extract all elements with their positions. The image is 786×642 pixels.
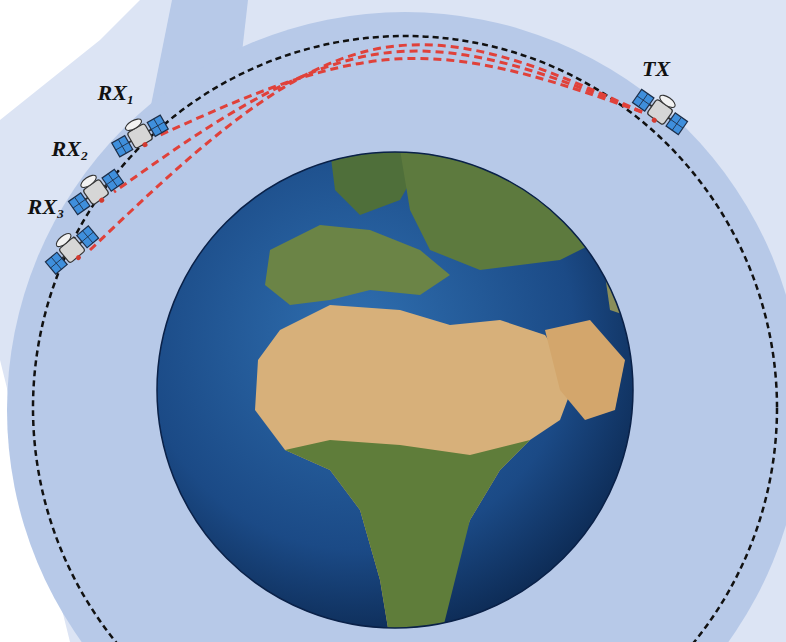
satellite-label: RX₁	[97, 80, 134, 106]
earth-globe	[157, 140, 640, 640]
satellite-icon	[42, 220, 102, 280]
antenna-dish	[124, 117, 144, 133]
satellite-label: RX₂	[51, 136, 88, 162]
satellite-node: RX₁	[110, 80, 170, 166]
greenland-ice	[210, 150, 280, 200]
satellite-label: TX	[642, 56, 670, 82]
signal-link	[90, 45, 642, 250]
satellite-icon	[66, 162, 126, 222]
panel-grid	[107, 176, 119, 185]
panel-grid	[116, 143, 129, 151]
satellite-symbol	[110, 107, 170, 161]
antenna-dish	[54, 231, 73, 249]
arabia-land	[545, 320, 625, 420]
panel-grid	[637, 96, 649, 105]
satellite-node: TX	[630, 56, 690, 142]
signal-link	[114, 51, 642, 192]
panel-grid	[82, 232, 93, 242]
europe-land	[265, 225, 450, 305]
thruster-tip	[651, 117, 658, 124]
satellite-node: RX₂	[66, 136, 126, 222]
thruster-tip	[75, 254, 82, 261]
antenna-dish	[79, 173, 98, 190]
panel-grid	[671, 119, 683, 128]
satellite-node: RX₃	[42, 194, 102, 280]
africa-land	[255, 305, 575, 640]
orbit-ring	[33, 36, 777, 642]
satellite-symbol	[66, 162, 126, 218]
satellite-label: RX₃	[27, 194, 64, 220]
orbit-region	[7, 12, 786, 642]
earth-rim	[157, 152, 633, 628]
thruster-tip	[142, 141, 149, 148]
panel-grid	[51, 258, 62, 268]
panel-grid	[83, 231, 93, 243]
satellite-icon	[110, 106, 170, 166]
antenna-dish	[658, 93, 677, 110]
panel-grid	[151, 122, 164, 130]
satellite-symbol	[630, 82, 690, 138]
panel-grid	[51, 257, 61, 269]
satellite-icon	[630, 82, 690, 142]
panel-grid	[73, 199, 85, 208]
africa-south-land	[285, 440, 530, 640]
satellite-symbol	[42, 220, 101, 278]
thruster-tip	[98, 197, 105, 204]
